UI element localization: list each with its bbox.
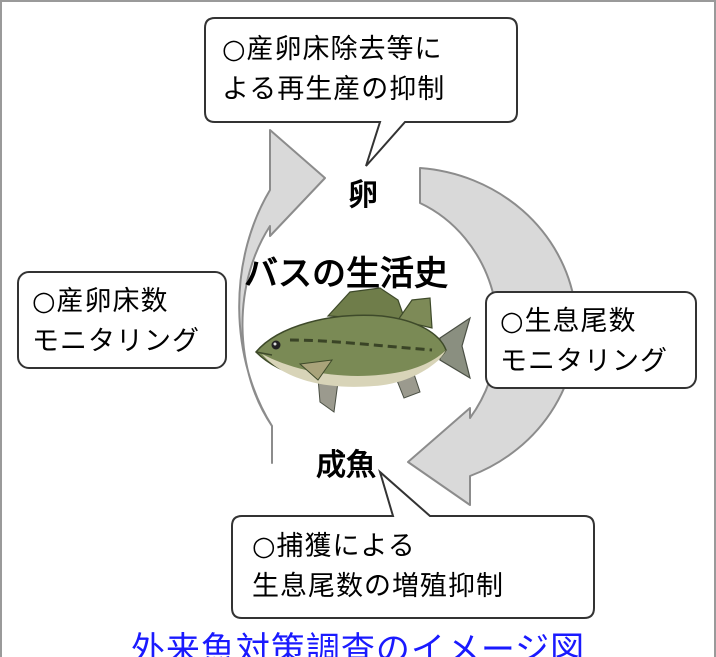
caption-text: 外来魚対策調査のイメージ図	[130, 630, 586, 657]
bubble-left-line1: ○産卵床数	[32, 286, 169, 317]
bubble-left-line2: モニタリング	[32, 326, 200, 357]
cycle-arrow-left	[238, 129, 326, 464]
fish-illustration	[254, 287, 472, 413]
bubble-top-line2: よる再生産の抑制	[222, 74, 446, 105]
bubble-bottom-line2: 生息尾数の増殖抑制	[252, 571, 504, 602]
cycle-arrow-right	[407, 167, 578, 506]
bubble-bottom-line1: ○捕獲による	[252, 531, 416, 562]
bubble-right-line2: モニタリング	[500, 346, 668, 377]
stage-egg-label: 卵	[348, 178, 378, 213]
bubble-top-line1: ○産卵床除去等に	[222, 34, 443, 65]
bubble-left-shape	[17, 271, 227, 369]
stage-adult-label: 成魚	[316, 448, 376, 483]
bubble-right-shape	[485, 291, 697, 389]
bubble-right-line1: ○生息尾数	[500, 306, 637, 337]
center-title: バスの生活史	[244, 254, 448, 294]
bubble-bottom-shape	[231, 468, 595, 619]
bubble-top-shape	[204, 17, 518, 167]
caption-container: 外来魚対策調査のイメージ図	[0, 628, 716, 657]
